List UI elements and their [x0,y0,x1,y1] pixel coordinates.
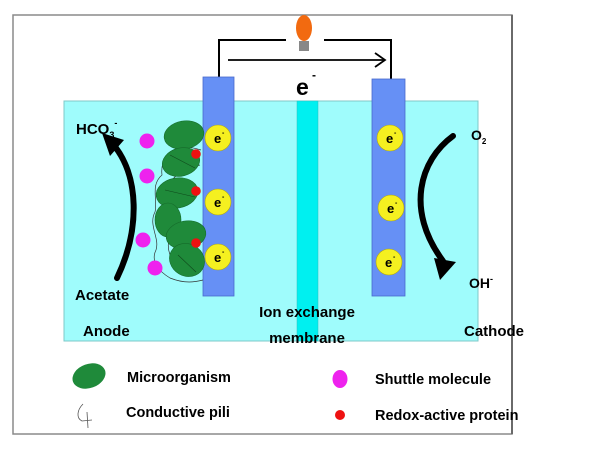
cathode-reactant-label: O2 [471,127,487,146]
legend-redox-swatch [335,410,345,420]
circuit-wire-right [324,39,392,79]
circuit-wire-left [218,39,286,77]
circuit-electron-label: e [296,74,309,100]
legend: Microorganism Shuttle molecule Conductiv… [72,363,518,429]
electron-charge: - [394,130,397,137]
electron-icon: e- [376,124,404,152]
legend-microorganism-label: Microorganism [127,370,231,386]
redox-active-protein [191,149,201,159]
electron-charge: - [222,249,225,256]
ion-exchange-membrane [296,100,319,342]
redox-active-proteins [191,149,201,248]
legend-microorganism-swatch [72,363,106,389]
microorganism-cluster [154,120,207,277]
membrane-label-line2: membrane [269,330,345,347]
anode-product-label: HCO3- [76,118,117,140]
circuit-electron-charge: - [312,68,316,82]
legend-shuttle-swatch [332,370,348,388]
legend-pili-swatch [77,403,93,429]
cathode-reaction-arrow [417,133,456,280]
electrode-electrons: e-e-e-e-e-e- [204,124,405,276]
shuttle-molecule [139,133,155,149]
electron-symbol: e [214,195,221,210]
electron-symbol: e [385,255,392,270]
electron-icon: e- [375,248,403,276]
anode-label: Anode [83,323,130,340]
legend-shuttle-label: Shuttle molecule [375,372,491,388]
electron-icon: e- [204,243,232,271]
microorganism-detail [169,154,196,169]
electron-symbol: e [214,131,221,146]
anode-reaction-arrow [102,133,137,281]
electron-symbol: e [386,131,393,146]
shuttle-molecule [135,232,151,248]
cathode-label: Cathode [464,323,524,340]
electron-icon: e- [204,124,232,152]
electron-charge: - [222,130,225,137]
shuttle-molecules [135,133,163,276]
electron-icon: e- [204,188,232,216]
electron-charge: - [393,254,396,261]
external-circuit [218,39,392,79]
shuttle-molecule [139,168,155,184]
electron-charge: - [395,200,398,207]
cathode-product-label: OH- [469,274,493,291]
anode-substrate-label: Acetate [75,287,129,304]
shuttle-molecule [147,260,163,276]
electron-flow-arrow [228,52,387,68]
redox-active-protein [191,186,201,196]
microorganism-detail [164,189,196,198]
legend-pili-label: Conductive pili [126,405,230,421]
microorganism-detail [177,254,197,273]
redox-active-protein [191,238,201,248]
legend-redox-label: Redox-active protein [375,408,518,424]
light-bulb-icon [296,15,312,51]
electron-symbol: e [214,250,221,265]
electron-charge: - [222,194,225,201]
electron-icon: e- [377,194,405,222]
electron-symbol: e [387,201,394,216]
membrane-label-line1: Ion exchange [259,304,355,321]
